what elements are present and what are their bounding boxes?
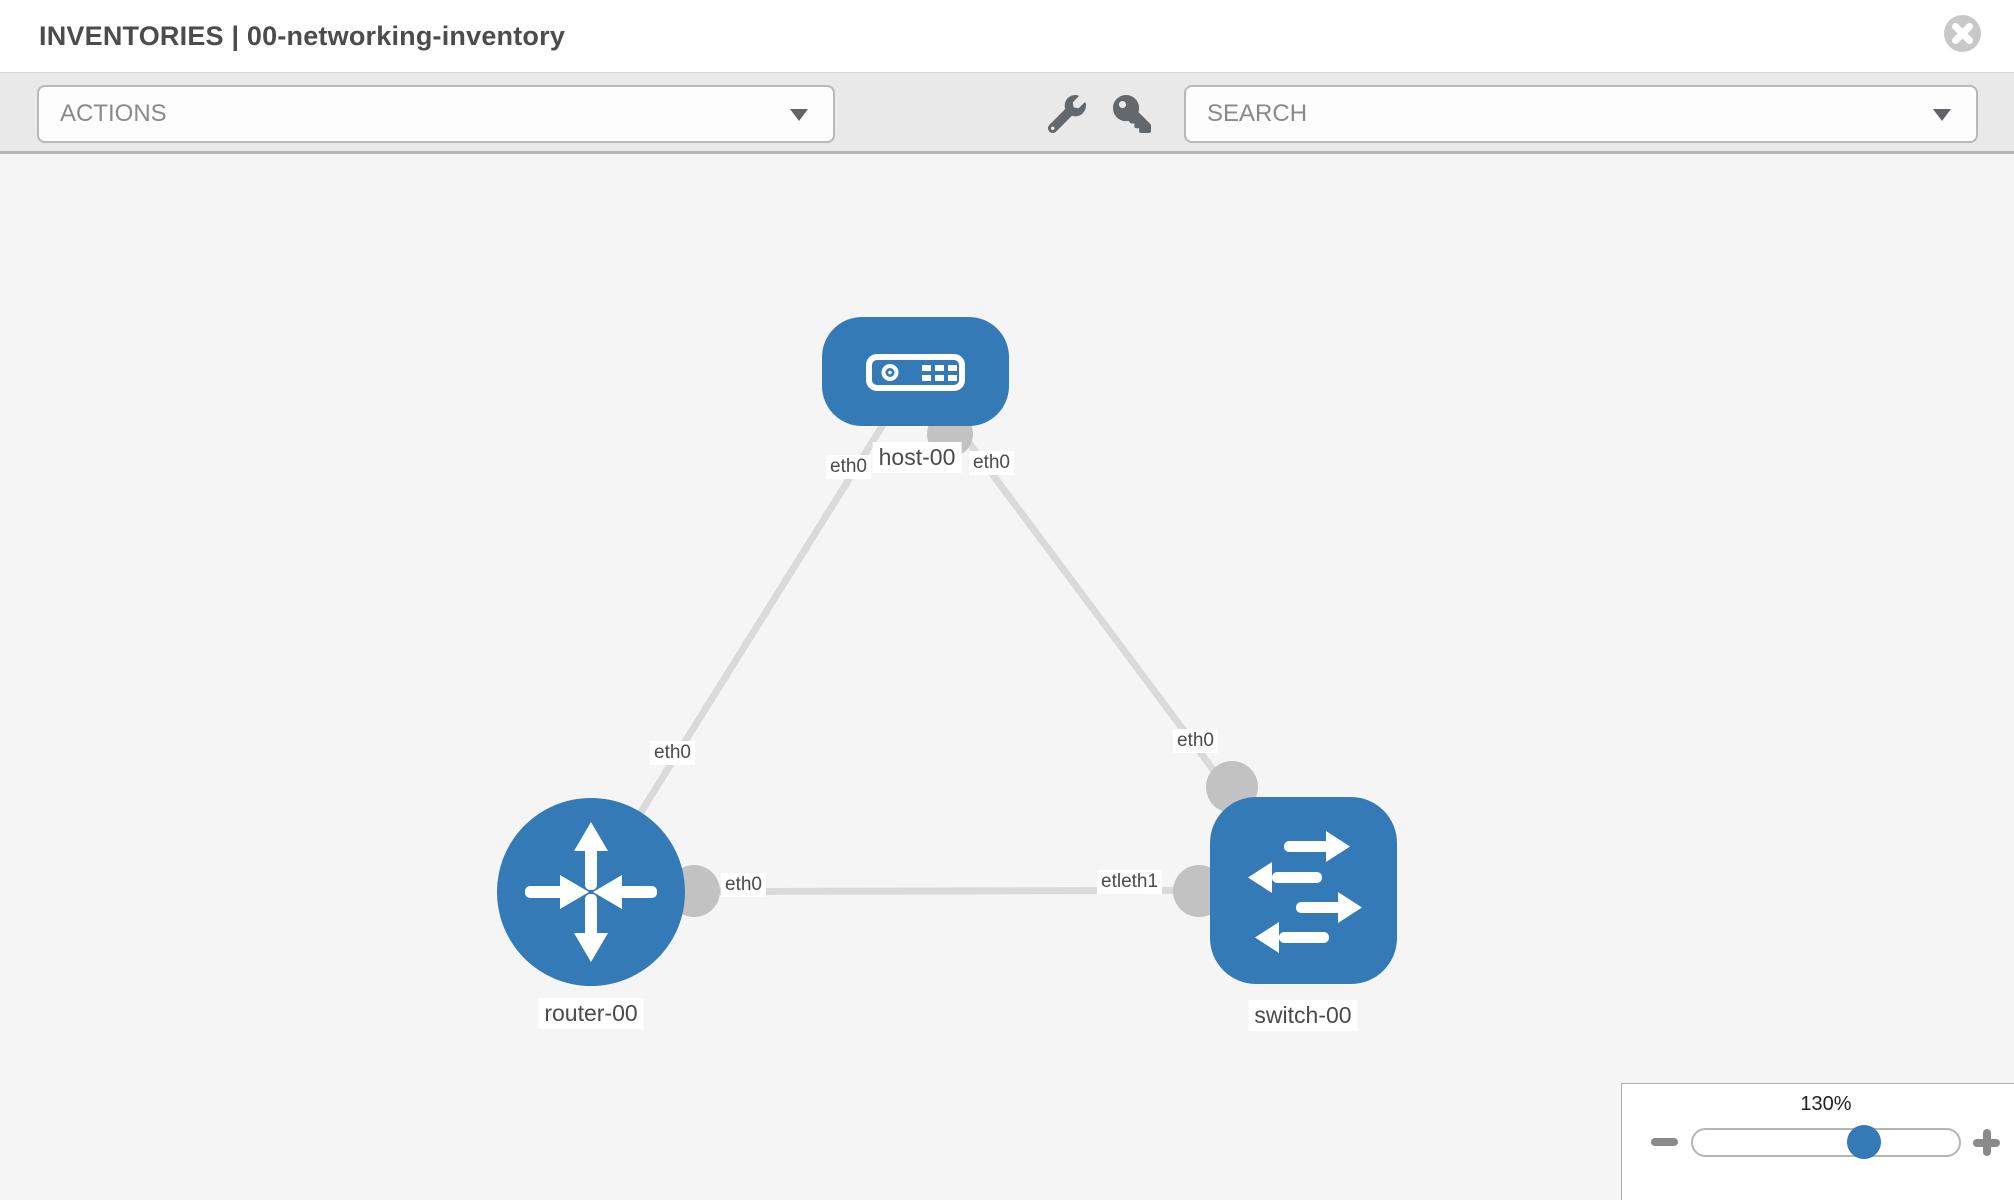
minus-icon[interactable]	[1651, 1138, 1678, 1146]
search-placeholder: SEARCH	[1207, 100, 1308, 127]
page-title: INVENTORIES | 00-networking-inventory	[39, 21, 566, 51]
wrench-icon[interactable]	[1047, 95, 1086, 134]
key-icon[interactable]	[1113, 95, 1151, 133]
actions-dropdown-label: ACTIONS	[60, 100, 167, 127]
interface-label: eth0	[721, 873, 766, 897]
chevron-down-icon	[1933, 109, 1951, 121]
host-icon	[866, 354, 965, 391]
switch-icon	[1248, 831, 1362, 953]
search-dropdown[interactable]: SEARCH	[1184, 85, 1978, 143]
toolbar: ACTIONS SEARCH	[0, 72, 2014, 154]
node-switch-00[interactable]	[1210, 797, 1397, 984]
node-label-router: router-00	[538, 998, 644, 1029]
header: INVENTORIES | 00-networking-inventory	[0, 0, 2014, 72]
zoom-level: 130%	[1800, 1093, 1852, 1115]
router-icon	[525, 822, 657, 962]
circle-x-icon	[1944, 15, 1981, 52]
node-label-host: host-00	[872, 442, 962, 473]
topology-canvas[interactable]: host-00 router-00 switch-00 eth0 eth0 et…	[0, 154, 2014, 1200]
zoom-slider-thumb[interactable]	[1847, 1125, 1881, 1159]
interface-label: eth0	[650, 741, 695, 765]
chevron-down-icon	[790, 109, 808, 121]
interface-label: eth0	[1173, 729, 1218, 753]
interface-label: etleth1	[1097, 870, 1163, 894]
close-button[interactable]	[1944, 15, 1981, 52]
topology-links-layer	[588, 369, 1306, 917]
node-label-switch: switch-00	[1248, 1000, 1358, 1031]
zoom-slider-track[interactable]	[1691, 1128, 1961, 1157]
node-router-00[interactable]	[497, 798, 685, 986]
zoom-panel: 130%	[1621, 1083, 2014, 1200]
plus-icon[interactable]	[1973, 1129, 2000, 1156]
actions-dropdown[interactable]: ACTIONS	[37, 85, 835, 143]
node-host-00[interactable]	[822, 317, 1009, 426]
interface-label: eth0	[826, 455, 871, 479]
interface-label: eth0	[969, 451, 1014, 475]
